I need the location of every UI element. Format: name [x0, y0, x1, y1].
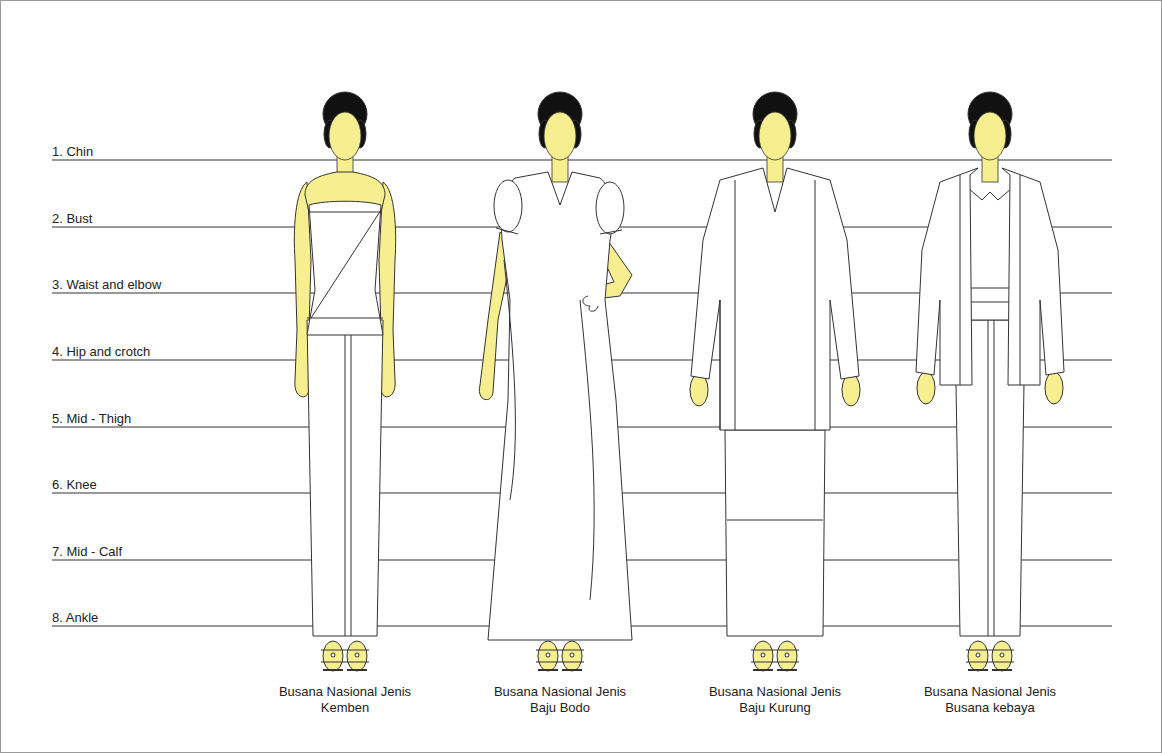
costume-caption: Busana Nasional Jenis Baju Kurung	[700, 684, 850, 716]
baju-kurung-figure	[690, 92, 860, 671]
level-label: 2. Bust	[52, 211, 92, 226]
level-label: 7. Mid - Calf	[52, 544, 122, 559]
level-label: 3. Waist and elbow	[52, 277, 161, 292]
costume-caption: Busana Nasional Jenis Busana kebaya	[915, 684, 1065, 716]
level-label: 1. Chin	[52, 144, 93, 159]
costume-caption: Busana Nasional Jenis Baju Bodo	[485, 684, 635, 716]
kemben-figure	[294, 92, 395, 671]
level-label: 4. Hip and crotch	[52, 344, 150, 359]
level-label: 5. Mid - Thigh	[52, 411, 131, 426]
costume-caption: Busana Nasional Jenis Kemben	[270, 684, 420, 716]
level-label: 6. Knee	[52, 477, 97, 492]
level-label: 8. Ankle	[52, 610, 98, 625]
kebaya-figure	[916, 92, 1064, 671]
baju-bodo-figure	[479, 92, 632, 671]
